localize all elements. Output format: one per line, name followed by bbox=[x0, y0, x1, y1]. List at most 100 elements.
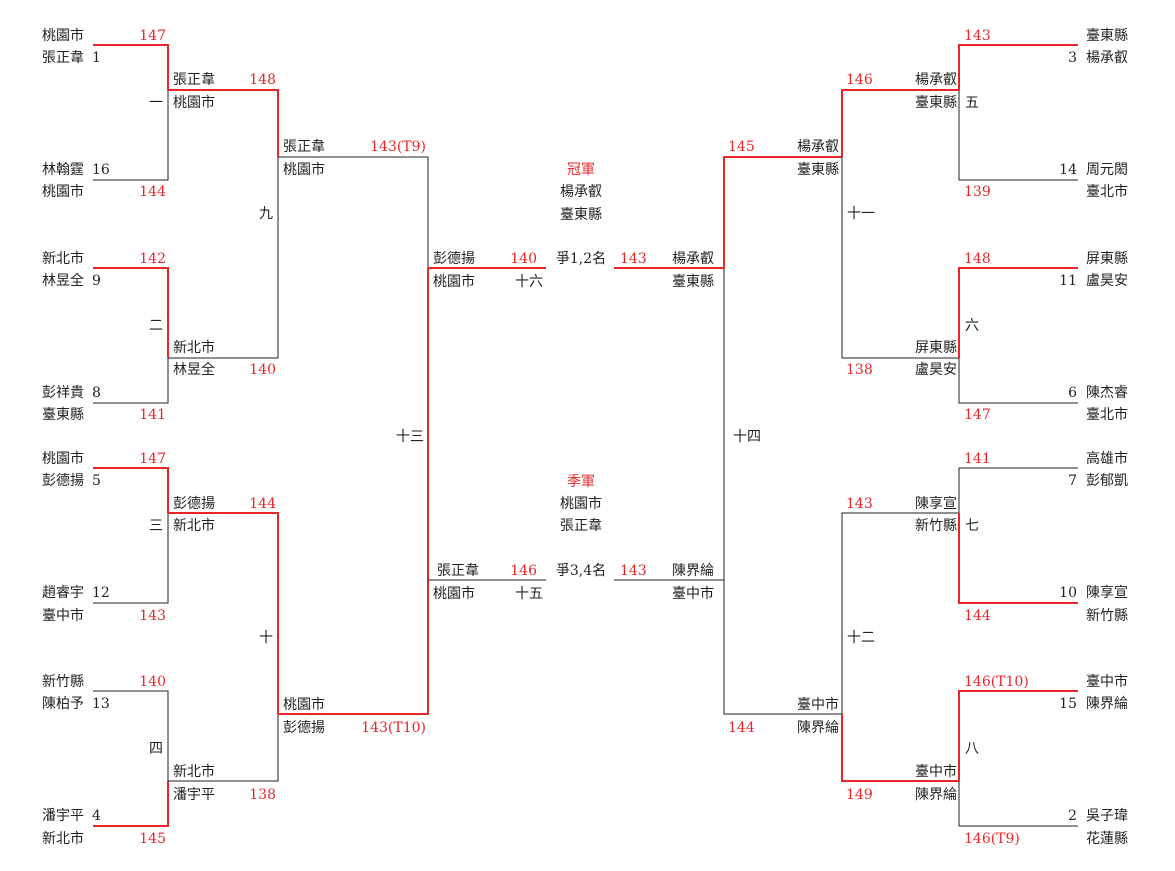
match-label: 十 bbox=[259, 630, 273, 646]
final-left: 彭德揚 140 桃園市 十六 bbox=[428, 250, 546, 290]
score: 146 bbox=[846, 72, 873, 88]
team-name: 花蓮縣 bbox=[1086, 831, 1128, 847]
score: 144 bbox=[964, 608, 991, 624]
winner-line bbox=[841, 89, 959, 157]
winner-line bbox=[93, 781, 169, 827]
team-name: 新竹縣 bbox=[915, 518, 957, 534]
match-label: 七 bbox=[965, 518, 979, 534]
score: 146 bbox=[510, 563, 537, 579]
team-name: 臺中市 bbox=[915, 763, 957, 780]
team-name: 桃園市 bbox=[433, 273, 475, 290]
score: 147 bbox=[139, 451, 166, 467]
winner-line bbox=[278, 268, 429, 715]
player-name: 彭德揚 bbox=[283, 719, 325, 736]
player-name: 陳享宣 bbox=[1086, 584, 1128, 601]
match-13: 張正韋 143(T9) 桃園市 十三 桃園市 彭德揚 143(T10) bbox=[278, 139, 429, 736]
score: 144 bbox=[728, 720, 755, 736]
player-name: 彭郁凱 bbox=[1086, 473, 1128, 489]
final-right: 143 楊承叡 臺東縣 bbox=[614, 250, 724, 290]
bracket-line bbox=[278, 156, 429, 268]
score: 143 bbox=[620, 251, 647, 267]
bracket-line bbox=[841, 512, 959, 714]
score: 140 bbox=[139, 674, 166, 690]
seed-number: 11 bbox=[1059, 273, 1077, 289]
match-label: 五 bbox=[965, 95, 979, 111]
player-name: 陳杰睿 bbox=[1086, 385, 1128, 401]
match-9: 張正韋 148 桃園市 九 新北市 林昱全 140 bbox=[168, 72, 279, 378]
score: 140 bbox=[510, 251, 537, 267]
seed-number: 12 bbox=[92, 585, 110, 601]
match-label: 四 bbox=[149, 741, 163, 757]
match-4: 新竹縣 陳柏予 13 140 四 潘宇平 4 新北市 145 bbox=[42, 674, 169, 847]
champion-block: 冠軍 楊承叡 臺東縣 bbox=[560, 162, 602, 223]
seed-number: 7 bbox=[1068, 473, 1077, 489]
player-name: 楊承叡 bbox=[672, 250, 714, 267]
match-1: 桃園市 張正韋 1 147 一 林翰霆 16 桃園市 144 bbox=[42, 27, 169, 200]
third-place-right: 143 陳界綸 臺中市 bbox=[614, 562, 724, 602]
score: 148 bbox=[964, 251, 991, 267]
player-name: 潘宇平 bbox=[173, 787, 215, 803]
score: 145 bbox=[139, 831, 166, 847]
player-name: 陳柏予 bbox=[42, 696, 84, 712]
player-name: 趙睿宇 bbox=[42, 585, 84, 601]
seed-number: 5 bbox=[92, 473, 101, 489]
bracket-line bbox=[168, 157, 279, 359]
seed-number: 2 bbox=[1068, 808, 1077, 824]
team-name: 桃園市 bbox=[42, 183, 84, 200]
player-name: 彭德揚 bbox=[173, 495, 215, 512]
match-10: 彭德揚 144 新北市 十 新北市 潘宇平 138 bbox=[168, 495, 279, 803]
team-name: 新竹縣 bbox=[1086, 608, 1128, 624]
score: 138 bbox=[249, 787, 276, 803]
team-name: 桃園市 bbox=[173, 94, 215, 111]
third-name: 張正韋 bbox=[560, 518, 602, 534]
score: 141 bbox=[964, 451, 991, 467]
winner-line bbox=[93, 467, 169, 513]
score: 144 bbox=[139, 184, 166, 200]
team-name: 臺北市 bbox=[1086, 183, 1128, 200]
team-name: 高雄市 bbox=[1086, 450, 1128, 467]
winner-line bbox=[958, 267, 1078, 358]
bracket-line bbox=[958, 781, 1078, 827]
match-14: 145 楊承叡 臺東縣 十四 臺中市 144 陳界綸 bbox=[723, 138, 842, 736]
team-name: 臺中市 bbox=[1086, 673, 1128, 690]
score: 143(T10) bbox=[361, 720, 426, 736]
player-name: 林昱全 bbox=[42, 272, 84, 289]
seed-number: 8 bbox=[92, 385, 101, 401]
score: 146(T10) bbox=[964, 674, 1029, 690]
score: 140 bbox=[249, 362, 276, 378]
seed-number: 13 bbox=[92, 696, 110, 712]
match-label: 十六 bbox=[515, 274, 543, 290]
winner-line bbox=[958, 690, 1078, 781]
winner-line bbox=[168, 89, 279, 157]
player-name: 彭德揚 bbox=[433, 250, 475, 267]
match-label: 十四 bbox=[733, 429, 761, 445]
team-name: 臺東縣 bbox=[797, 162, 839, 178]
score: 148 bbox=[249, 72, 276, 88]
player-name: 林昱全 bbox=[173, 361, 215, 378]
score: 149 bbox=[846, 787, 873, 803]
player-name: 陳界綸 bbox=[672, 562, 714, 579]
seed-number: 4 bbox=[92, 808, 101, 824]
seed-number: 15 bbox=[1059, 696, 1077, 712]
score: 143 bbox=[964, 28, 991, 44]
team-name: 桃園市 bbox=[433, 585, 475, 602]
match-label: 十二 bbox=[847, 630, 875, 646]
match-label: 九 bbox=[259, 206, 273, 222]
seed-number: 16 bbox=[92, 162, 110, 178]
third-block: 季軍 桃園市 張正韋 bbox=[560, 474, 602, 534]
seed-number: 3 bbox=[1068, 50, 1077, 66]
team-name: 臺中市 bbox=[672, 585, 714, 602]
match-label: 八 bbox=[965, 741, 979, 757]
seed-number: 9 bbox=[92, 273, 101, 289]
bracket-line bbox=[168, 714, 279, 782]
player-name: 陳界綸 bbox=[1086, 695, 1128, 712]
bracket-line bbox=[93, 690, 169, 781]
player-name: 楊承叡 bbox=[797, 138, 839, 155]
match-label: 二 bbox=[149, 318, 163, 334]
winner-line bbox=[93, 44, 169, 90]
match-3: 桃園市 彭德揚 5 147 三 趙睿宇 12 臺中市 143 bbox=[42, 450, 169, 624]
team-name: 臺東縣 bbox=[672, 274, 714, 290]
champion-team: 臺東縣 bbox=[560, 207, 602, 223]
player-name: 盧昊安 bbox=[1086, 273, 1128, 289]
